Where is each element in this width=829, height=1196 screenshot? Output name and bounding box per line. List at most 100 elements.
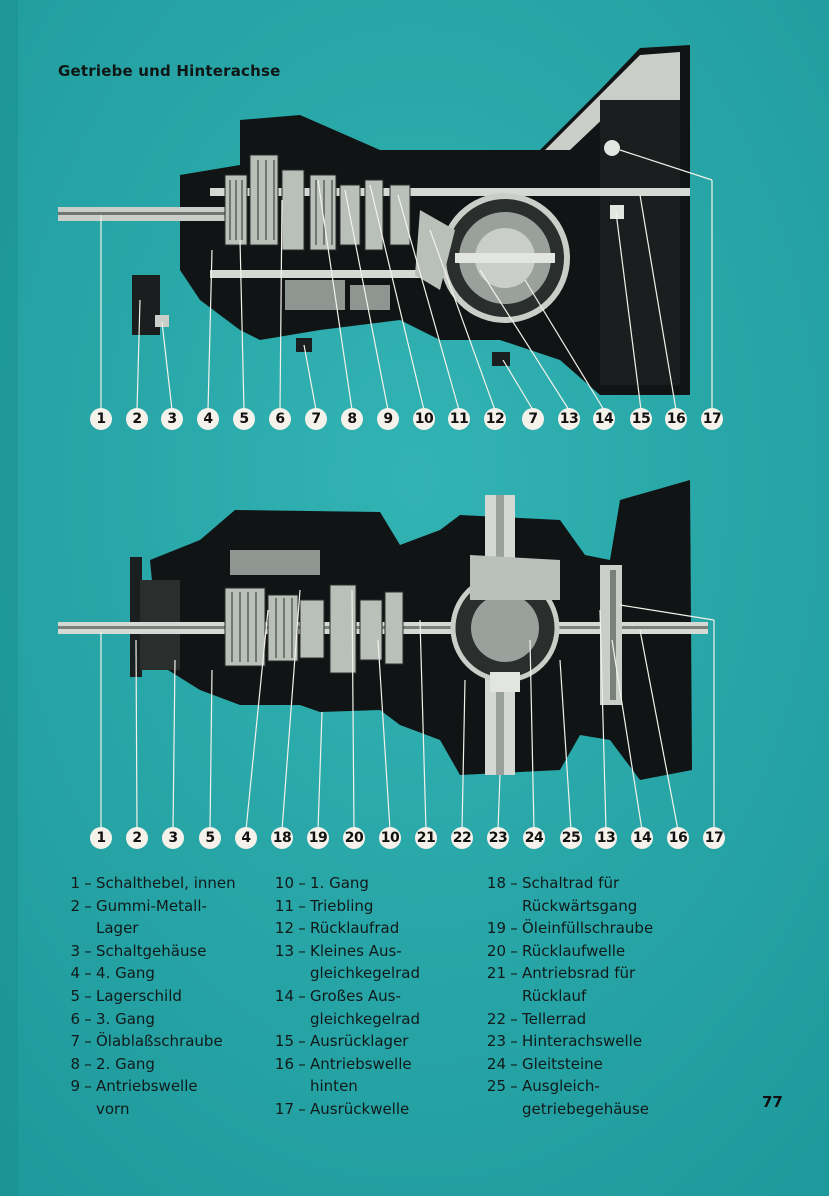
page-number: 77: [762, 1093, 783, 1111]
callout-number: 21: [415, 827, 437, 849]
legend-number: 4: [70, 964, 80, 983]
legend-text: Öleinfüllschraube: [522, 919, 654, 938]
callout-number: 18: [271, 827, 293, 849]
legend-number: 5: [70, 986, 80, 1005]
legend-item: 3–Schaltgehäuse: [58, 940, 268, 963]
legend-item: 19–Öleinfüllschraube: [484, 917, 714, 940]
legend-text: 4. Gang: [96, 964, 155, 983]
legend-item: 22–Tellerrad: [484, 1008, 714, 1031]
legend-number: 23: [486, 1032, 506, 1051]
legend-item: 14–Großes Aus- gleichkegelrad: [272, 985, 472, 1030]
callout-number: 22: [451, 827, 473, 849]
legend-column-2: 10–1. Gang 11–Triebling 12–Rücklaufrad 1…: [272, 872, 472, 1121]
legend-text: Schaltrad für Rückwärtsgang: [522, 874, 638, 915]
legend-text: Antriebswelle vorn: [96, 1077, 198, 1118]
legend-text: Tellerrad: [522, 1009, 587, 1028]
legend-text: Gummi-Metall- Lager: [96, 896, 207, 938]
legend-text: Rücklaufwelle: [522, 941, 626, 960]
callout-number: 3: [162, 827, 184, 849]
callout-number: 11: [448, 408, 470, 430]
callout-number: 4: [197, 408, 219, 430]
legend-number: 1: [70, 874, 80, 892]
callout-number: 10: [413, 408, 435, 430]
legend-number: 24: [486, 1054, 506, 1073]
legend-number: 13: [274, 941, 294, 960]
callout-number: 1: [90, 827, 112, 849]
callout-number: 2: [126, 408, 148, 430]
legend-number: 6: [70, 1009, 80, 1028]
legend-text: Ausrücklager: [310, 1032, 409, 1051]
legend-item: 1–Schalthebel, innen: [58, 872, 268, 895]
callout-number: 7: [305, 408, 327, 430]
callout-number: 13: [595, 827, 617, 849]
legend-text: Kleines Aus- gleichkegelrad: [310, 941, 421, 983]
legend-item: 8–2. Gang: [58, 1053, 268, 1076]
legend-text: Großes Aus- gleichkegelrad: [310, 986, 421, 1028]
legend-text: Ausrückwelle: [310, 1099, 410, 1118]
legend-text: Schalthebel, innen: [96, 874, 236, 892]
gearbox-top-cutaway-illustration: [58, 480, 715, 831]
legend-item: 13–Kleines Aus- gleichkegelrad: [272, 940, 472, 985]
legend-text: Gleitsteine: [522, 1054, 603, 1073]
callout-number: 8: [341, 408, 363, 430]
legend-item: 7–Ölablaßschraube: [58, 1030, 268, 1053]
callout-number: 24: [523, 827, 545, 849]
legend-item: 20–Rücklaufwelle: [484, 940, 714, 963]
legend-number: 16: [274, 1054, 294, 1073]
legend-number: 7: [70, 1032, 80, 1051]
callout-number: 6: [269, 408, 291, 430]
legend-text: 3. Gang: [96, 1009, 155, 1028]
legend-item: 4–4. Gang: [58, 962, 268, 985]
legend-item: 21–Antriebsrad für Rücklauf: [484, 962, 714, 1007]
legend-item: 15–Ausrücklager: [272, 1030, 472, 1053]
legend-text: Triebling: [310, 896, 374, 915]
legend-number: 21: [486, 964, 506, 983]
callout-number: 5: [233, 408, 255, 430]
callout-number: 7: [522, 408, 544, 430]
legend-item: 6–3. Gang: [58, 1008, 268, 1031]
legend-number: 10: [274, 874, 294, 892]
callout-number: 1: [90, 408, 112, 430]
legend-number: 18: [486, 874, 506, 892]
legend-number: 12: [274, 919, 294, 938]
legend-item: 9–Antriebswelle vorn: [58, 1075, 268, 1120]
gearbox-side-cutaway-illustration: [58, 45, 713, 411]
legend-text: Schaltgehäuse: [96, 941, 207, 960]
legend-text: Ausgleich- getriebegehäuse: [522, 1077, 649, 1118]
callout-number: 17: [703, 827, 725, 849]
legend-item: 17–Ausrückwelle: [272, 1098, 472, 1121]
legend-text: Antriebswelle hinten: [310, 1054, 412, 1096]
callout-number: 16: [667, 827, 689, 849]
callout-number: 25: [560, 827, 582, 849]
legend-text: Hinterachswelle: [522, 1032, 643, 1051]
legend-number: 9: [70, 1077, 80, 1096]
callout-number: 4: [235, 827, 257, 849]
page-title: Getriebe und Hinterachse: [58, 62, 281, 80]
legend-number: 17: [274, 1099, 294, 1118]
legend-item: 12–Rücklaufrad: [272, 917, 472, 940]
legend-column-1: 1–Schalthebel, innen 2–Gummi-Metall- Lag…: [58, 872, 268, 1121]
legend-item: 11–Triebling: [272, 895, 472, 918]
callout-number: 14: [631, 827, 653, 849]
legend-item: 2–Gummi-Metall- Lager: [58, 895, 268, 940]
callout-number: 20: [343, 827, 365, 849]
callout-number: 2: [126, 827, 148, 849]
legend-text: Rücklaufrad: [310, 919, 400, 938]
legend-item: 10–1. Gang: [272, 872, 472, 895]
legend-number: 25: [486, 1077, 506, 1096]
legend-text: Lagerschild: [96, 986, 182, 1005]
callout-number: 13: [558, 408, 580, 430]
legend-number: 19: [486, 919, 506, 938]
callout-number: 5: [199, 827, 221, 849]
legend-text: Antriebsrad für Rücklauf: [522, 964, 636, 1005]
legend-number: 11: [274, 896, 294, 915]
legend-item: 5–Lagerschild: [58, 985, 268, 1008]
legend-item: 18–Schaltrad für Rückwärtsgang: [484, 872, 714, 917]
callout-number: 15: [630, 408, 652, 430]
legend-text: 1. Gang: [310, 874, 369, 892]
callout-number: 12: [484, 408, 506, 430]
legend-text: Ölablaßschraube: [96, 1032, 223, 1051]
legend-item: 23–Hinterachswelle: [484, 1030, 714, 1053]
legend-item: 16–Antriebswelle hinten: [272, 1053, 472, 1098]
legend-number: 8: [70, 1054, 80, 1073]
